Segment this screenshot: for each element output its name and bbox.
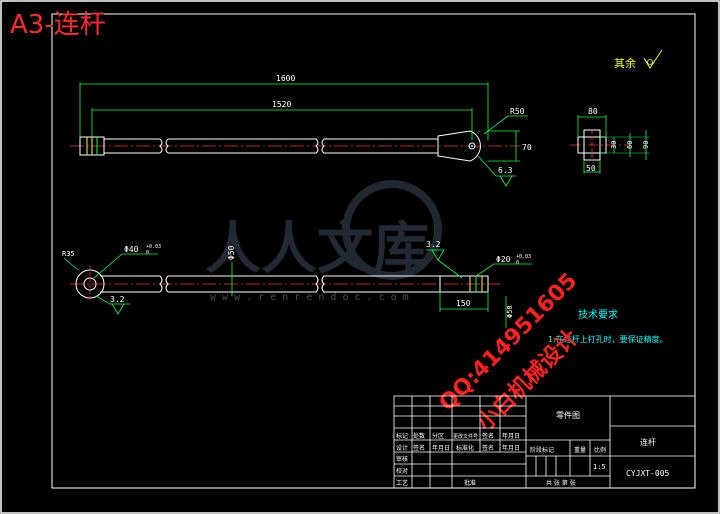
tb-scale-label: 比例 — [594, 446, 606, 454]
title-block-border — [393, 395, 696, 489]
dim-6-3: 6.3 — [498, 166, 513, 175]
dim-80: 80 — [588, 107, 598, 116]
b-rod-seg-1 — [100, 275, 163, 293]
leader-3-2-left — [95, 295, 130, 305]
dim-3-2-left: 3.2 — [110, 295, 125, 304]
watermark-cn: 人人文库 — [205, 217, 429, 282]
tb-approve: 批准 — [464, 479, 476, 487]
tb-drawing-no: CYJXT-005 — [626, 469, 670, 478]
leader-phi20 — [475, 263, 495, 277]
watermark-url: w w w . r e n r e n d o c . c o m — [210, 292, 409, 303]
tb-rev-h3: 更改文件号 — [453, 433, 478, 440]
tol-phi40-lower: 0 — [146, 250, 149, 256]
tb-role-h4: 签名 — [482, 444, 494, 452]
rod-seg-1 — [104, 138, 163, 154]
leader-6-3 — [477, 155, 516, 177]
tb-stage-label: 阶段标记 — [530, 446, 554, 454]
top-view-rod: 1600 1520 R50 70 6.3 — [70, 74, 532, 187]
tb-role-h0: 设计 — [396, 444, 408, 452]
tb-process: 工艺 — [396, 479, 408, 487]
bottom-view-rod: Φ50 R35 Φ40 +0.03 0 3.2 3.2 Φ20 +0.03 0 … — [62, 240, 532, 328]
tech-req-item: 1.在连杆上打孔时，要保证精度。 — [548, 334, 668, 344]
tb-scale: 1:5 — [593, 463, 606, 471]
dim-r35: R35 — [62, 250, 75, 258]
watermark: 人人文库 w w w . r e n r e n d o c . c o m — [205, 180, 442, 303]
dim-70: 70 — [522, 143, 532, 152]
tb-rev-h1: 处数 — [413, 432, 425, 440]
title-block-text: 零件图 连杆 CYJXT-005 阶段标记 重量 比例 1:5 共 张 第 张 … — [396, 410, 670, 487]
b-rod-seg-2 — [165, 275, 319, 293]
dim-phi50-right: Φ50 — [506, 305, 514, 318]
roughness-6-3-symbol — [499, 175, 513, 187]
tb-role-h3: 标准化 — [456, 444, 474, 452]
b-rod-seg-3 — [321, 275, 441, 293]
tb-role-h5: 年月日 — [502, 444, 520, 452]
side-view: 80 50 30 60 90 — [570, 107, 650, 174]
dim-90: 90 — [642, 141, 650, 149]
dim-60: 60 — [626, 141, 634, 149]
dim-3-2-mid: 3.2 — [426, 240, 441, 249]
roughness-symbol — [643, 49, 663, 69]
rod-seg-3 — [321, 138, 439, 154]
drawing-title: A3-连杆 — [10, 10, 106, 40]
tb-drawing-type: 零件图 — [556, 410, 580, 420]
leader-phi40 — [93, 253, 123, 279]
right-end-block — [439, 275, 489, 293]
tol-phi40-upper: +0.03 — [146, 244, 161, 250]
rod-seg-2 — [165, 138, 319, 154]
dim-phi50-main: Φ50 — [227, 245, 236, 260]
tol-phi20-upper: +0.03 — [516, 254, 531, 260]
top-fork-end — [437, 130, 481, 162]
tb-review: 审核 — [396, 455, 408, 463]
tb-weight-label: 重量 — [574, 446, 586, 454]
dim-r50: R50 — [510, 107, 525, 116]
tol-phi20-lower: 0 — [516, 260, 519, 266]
tb-sheet-info: 共 张 第 张 — [546, 479, 576, 487]
dim-150: 150 — [456, 299, 471, 308]
dim-1520: 1520 — [272, 100, 291, 109]
tb-part-name: 连杆 — [640, 437, 656, 447]
tb-rev-h0: 标记 — [396, 432, 408, 440]
leader-r35 — [63, 257, 79, 271]
top-fork-center — [470, 144, 474, 148]
roughness-3-2-left — [111, 303, 125, 315]
tb-check: 校对 — [396, 467, 408, 475]
dim-30: 30 — [610, 141, 618, 149]
tb-role-h1: 签名 — [413, 444, 425, 452]
dim-1600: 1600 — [276, 74, 295, 83]
top-fork-hole — [468, 142, 476, 150]
tech-req-heading: 技术要求 — [578, 308, 618, 321]
tb-rev-h5: 年月日 — [502, 432, 520, 440]
dim-50-side: 50 — [586, 164, 596, 173]
drawing-frame — [51, 13, 696, 489]
roughness-circle — [647, 59, 653, 65]
title-block — [393, 395, 696, 489]
leader-3-2-mid — [437, 259, 463, 279]
tb-rev-h2: 分区 — [432, 432, 444, 440]
dim-phi40: Φ40 — [124, 245, 139, 254]
surface-finish-note: 其余 — [614, 49, 663, 70]
tb-rev-h4: 签名 — [482, 432, 494, 440]
tb-role-h2: 年月日 — [432, 444, 450, 452]
surface-note-text: 其余 — [614, 56, 636, 70]
dim-phi20: Φ20 — [496, 255, 511, 264]
